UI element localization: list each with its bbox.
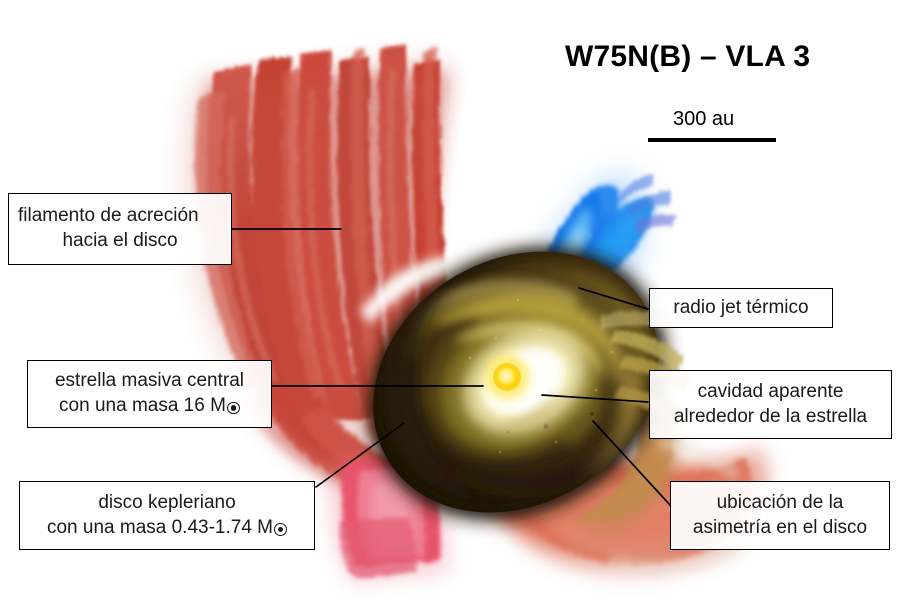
callout-keplerian-disk[interactable]: disco kepleriano con una masa 0.43-1.74 …: [19, 481, 315, 550]
disk-outer-rim-art: [360, 254, 486, 324]
scale-bar-label: 300 au: [673, 108, 735, 130]
callout-line-text: con una masa 16 M: [59, 395, 226, 416]
callout-apparent-cavity[interactable]: cavidad aparente alrededor de la estrell…: [649, 370, 892, 439]
callout-line: cavidad aparente: [697, 380, 844, 402]
callout-thermal-radio-jet[interactable]: radio jet térmico: [649, 288, 833, 328]
callout-line: ubicación de la: [716, 491, 844, 513]
callout-central-massive-star[interactable]: estrella masiva central con una masa 16 …: [27, 360, 272, 428]
callout-line: disco kepleriano: [98, 491, 236, 513]
callout-line-with-msun: con una masa 16 M: [37, 394, 262, 419]
callout-accretion-filament[interactable]: filamento de acreción hacia el disco: [8, 193, 232, 265]
callout-line: estrella masiva central: [54, 370, 245, 392]
outer-scatter-art: [608, 436, 744, 573]
solar-mass-icon: [274, 523, 287, 536]
figure-title: W75N(B) – VLA 3: [565, 40, 811, 73]
callout-line: alrededor de la estrella: [673, 405, 868, 427]
callout-disk-asymmetry[interactable]: ubicación de la asimetría en el disco: [670, 481, 890, 550]
callout-line: asimetría en el disco: [692, 516, 868, 538]
callout-line-with-msun: con una masa 0.43-1.74 M: [29, 516, 305, 541]
callout-line: hacia el disco: [62, 230, 178, 251]
callout-line: filamento de acreción: [18, 205, 199, 227]
scale-bar-line: [648, 138, 776, 142]
solar-mass-icon: [227, 401, 240, 415]
callout-line-text: con una masa 0.43-1.74 M: [46, 516, 273, 538]
callout-line: radio jet térmico: [673, 296, 809, 318]
